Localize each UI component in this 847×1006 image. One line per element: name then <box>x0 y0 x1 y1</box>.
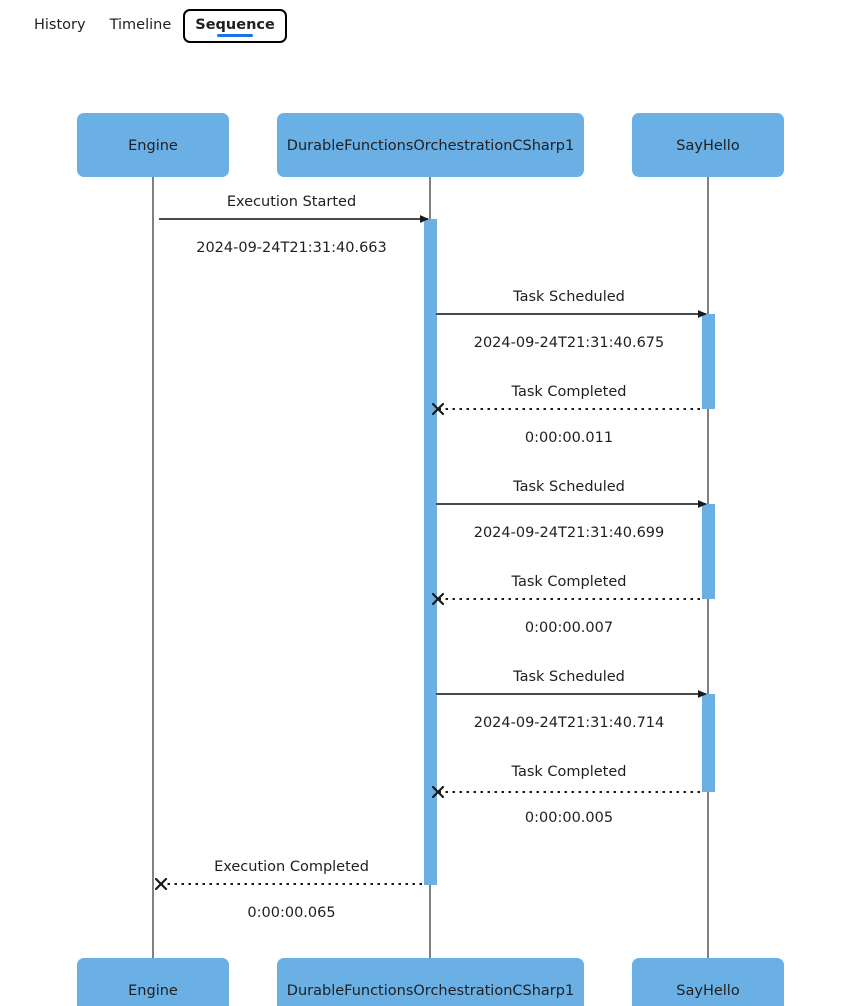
participant-box[interactable]: Engine <box>77 113 229 177</box>
message-label: Execution Started <box>227 194 356 210</box>
participant-box[interactable]: DurableFunctionsOrchestrationCSharp1 <box>277 113 584 177</box>
messages-layer: Execution Started 2024-09-24T21:31:40.663… <box>154 194 707 921</box>
activations-layer <box>424 219 715 885</box>
activation-bar <box>702 504 715 599</box>
message-6: Task Scheduled 2024-09-24T21:31:40.714 <box>436 669 707 731</box>
participant-box[interactable]: SayHello <box>632 958 784 1006</box>
participant-label: DurableFunctionsOrchestrationCSharp1 <box>287 138 574 154</box>
message-timestamp: 2024-09-24T21:31:40.675 <box>474 335 665 351</box>
sequence-diagram-svg: Execution Started 2024-09-24T21:31:40.663… <box>77 113 784 1006</box>
sequence-diagram-canvas: Execution Started 2024-09-24T21:31:40.663… <box>0 52 847 1006</box>
activation-bar <box>702 694 715 792</box>
message-timestamp: 2024-09-24T21:31:40.663 <box>196 240 387 256</box>
message-8: Execution Completed 0:00:00.065 <box>154 859 422 921</box>
actor-boxes-layer: EngineEngineDurableFunctionsOrchestratio… <box>77 113 784 1006</box>
cross-stroke-2 <box>431 592 445 606</box>
participant-box-rect[interactable] <box>632 958 784 1006</box>
message-timestamp: 0:00:00.065 <box>247 905 335 921</box>
participant-label: DurableFunctionsOrchestrationCSharp1 <box>287 983 574 999</box>
tab-history-label: History <box>34 16 86 33</box>
message-label: Task Scheduled <box>512 479 625 495</box>
message-timestamp: 0:00:00.005 <box>525 810 613 826</box>
participant-label: Engine <box>128 138 178 154</box>
participant-box-rect[interactable] <box>277 958 584 1006</box>
participant-label: Engine <box>128 983 178 999</box>
tab-timeline[interactable]: Timeline <box>98 9 184 44</box>
participant-label: SayHello <box>676 983 740 999</box>
tab-history[interactable]: History <box>22 9 98 44</box>
tab-sequence[interactable]: Sequence <box>183 8 287 44</box>
return-cross-icon <box>431 592 445 606</box>
message-label: Execution Completed <box>214 859 369 875</box>
participant-label: SayHello <box>676 138 740 154</box>
participant-box[interactable]: SayHello <box>632 113 784 177</box>
cross-stroke-2 <box>154 877 168 891</box>
participant-box-rect[interactable] <box>77 958 229 1006</box>
message-timestamp: 2024-09-24T21:31:40.699 <box>474 525 665 541</box>
view-tabs: History Timeline Sequence <box>0 0 847 52</box>
participant-box[interactable]: DurableFunctionsOrchestrationCSharp1 <box>277 958 584 1006</box>
message-5: Task Completed 0:00:00.007 <box>431 574 700 636</box>
return-cross-icon <box>154 877 168 891</box>
message-timestamp: 0:00:00.007 <box>525 620 613 636</box>
message-label: Task Completed <box>511 574 627 590</box>
tab-timeline-label: Timeline <box>109 16 172 33</box>
participant-box-rect[interactable] <box>77 113 229 177</box>
participant-box[interactable]: Engine <box>77 958 229 1006</box>
message-timestamp: 2024-09-24T21:31:40.714 <box>474 715 665 731</box>
return-cross-icon <box>431 402 445 416</box>
message-label: Task Scheduled <box>512 669 625 685</box>
message-1: Execution Started 2024-09-24T21:31:40.663 <box>159 194 429 256</box>
tab-active-underline <box>217 33 254 38</box>
message-label: Task Scheduled <box>512 289 625 305</box>
cross-stroke-2 <box>431 402 445 416</box>
participant-box-rect[interactable] <box>277 113 584 177</box>
activation-bar <box>424 219 437 885</box>
cross-stroke-2 <box>431 785 445 799</box>
message-4: Task Scheduled 2024-09-24T21:31:40.699 <box>436 479 707 541</box>
tab-sequence-label: Sequence <box>195 16 275 33</box>
message-label: Task Completed <box>511 384 627 400</box>
message-timestamp: 0:00:00.011 <box>525 430 613 446</box>
participant-box-rect[interactable] <box>632 113 784 177</box>
activation-bar <box>702 314 715 409</box>
return-cross-icon <box>431 785 445 799</box>
message-3: Task Completed 0:00:00.011 <box>431 384 700 446</box>
message-7: Task Completed 0:00:00.005 <box>431 764 700 826</box>
message-label: Task Completed <box>511 764 627 780</box>
message-2: Task Scheduled 2024-09-24T21:31:40.675 <box>436 289 707 351</box>
